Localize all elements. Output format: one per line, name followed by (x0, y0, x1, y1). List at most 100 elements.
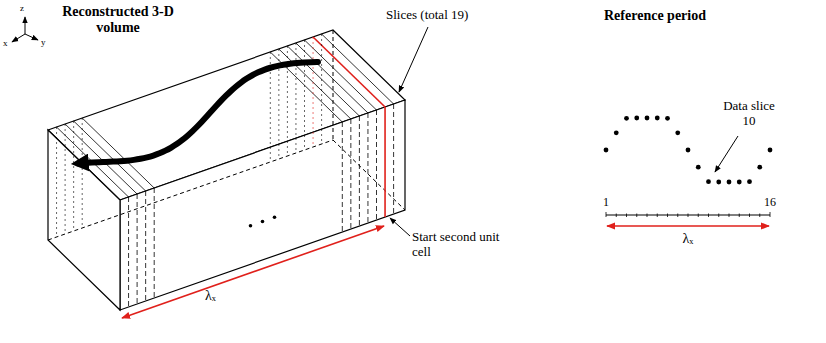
scale-tick (749, 214, 750, 218)
reference-period-plot (604, 116, 773, 226)
slice-top (287, 46, 359, 116)
slice-front (367, 113, 368, 223)
volume-box (48, 30, 405, 310)
end-face (48, 130, 120, 310)
fibre-curve (78, 62, 318, 163)
data-dot (645, 116, 650, 121)
data-dot (604, 148, 609, 153)
axis-icon (12, 17, 38, 42)
ellipsis-dot (261, 220, 265, 224)
slice-back (73, 121, 74, 231)
slice-front (154, 188, 155, 298)
hidden-edge (333, 30, 334, 140)
x-axis (12, 34, 25, 42)
slice-top (82, 118, 154, 188)
slice-front (145, 191, 146, 301)
slice (287, 46, 359, 226)
slice (57, 127, 129, 307)
callout-label: Data slice 10 (722, 99, 776, 129)
slice (279, 49, 351, 229)
scale-tick (626, 214, 627, 218)
scale-tick (606, 212, 607, 217)
slice (322, 34, 394, 214)
front-face (120, 100, 405, 310)
slice-back (313, 37, 314, 147)
data-slice-leader (715, 136, 738, 172)
slice-top (313, 37, 385, 107)
plot-title: Reference period (604, 8, 706, 24)
scale-tick (729, 214, 730, 218)
scale-tick (739, 214, 740, 218)
z-axis (25, 17, 26, 34)
slice-front (359, 116, 360, 226)
data-dot (686, 148, 691, 153)
scale-tick (636, 214, 637, 218)
scale-tick (616, 214, 617, 218)
unit-cell-leader (390, 218, 410, 236)
y-axis (25, 34, 38, 40)
scale-number: 16 (755, 196, 785, 210)
data-dot (706, 179, 711, 184)
slice-back (56, 127, 57, 237)
data-dot (747, 179, 752, 184)
slice (305, 40, 377, 220)
slice (74, 121, 146, 301)
scale-number: 1 (591, 196, 621, 210)
data-dot (768, 148, 773, 153)
slice-front (350, 119, 351, 229)
slice-top (322, 34, 394, 104)
scale-tick (667, 214, 668, 218)
callout-label: Slices (total 19) (386, 8, 468, 23)
scale-tick (708, 214, 709, 218)
data-dot (624, 116, 629, 121)
slice-top (296, 43, 368, 113)
slice-top (305, 40, 377, 110)
slice-back (82, 118, 83, 228)
slice-front (128, 197, 129, 307)
ellipsis-dot (249, 224, 253, 228)
slice-back (321, 34, 322, 144)
slice-front (137, 194, 138, 304)
figure-title: Reconstructed 3-D volume (48, 4, 188, 36)
data-dot (716, 180, 721, 185)
axis-label: y (41, 37, 46, 47)
data-dot (675, 130, 680, 135)
scale-tick (647, 214, 648, 218)
hidden-edge (48, 140, 333, 240)
scale-tick (677, 214, 678, 218)
scale-tick (657, 214, 658, 218)
data-dot (737, 180, 742, 185)
slice (82, 118, 154, 298)
scale-tick (718, 214, 719, 218)
slice (296, 43, 368, 223)
slice (313, 37, 385, 217)
slice-back (295, 43, 296, 153)
period-label: λₓ (205, 288, 216, 304)
leader-lines (122, 27, 738, 318)
data-dot (655, 116, 660, 121)
callout-label: Start second unit cell (412, 230, 512, 260)
data-dot (634, 116, 639, 121)
hidden-edge (333, 140, 405, 210)
slice (65, 124, 137, 304)
slice-front (393, 104, 394, 214)
ellipsis-dot (273, 216, 277, 220)
slices-leader (399, 27, 428, 92)
axis-label: z (20, 3, 24, 13)
slice-top (74, 121, 146, 191)
axis-label: x (3, 38, 8, 48)
slice-front (376, 110, 377, 220)
scale-tick (698, 214, 699, 218)
data-dot (614, 130, 619, 135)
data-dot (727, 180, 732, 185)
period-arrow (607, 225, 769, 227)
scale-tick (770, 212, 771, 217)
scale-tick (688, 214, 689, 218)
data-dot (696, 165, 701, 170)
slice-back (65, 124, 66, 234)
data-dot (757, 165, 762, 170)
scale-tick (759, 214, 760, 218)
